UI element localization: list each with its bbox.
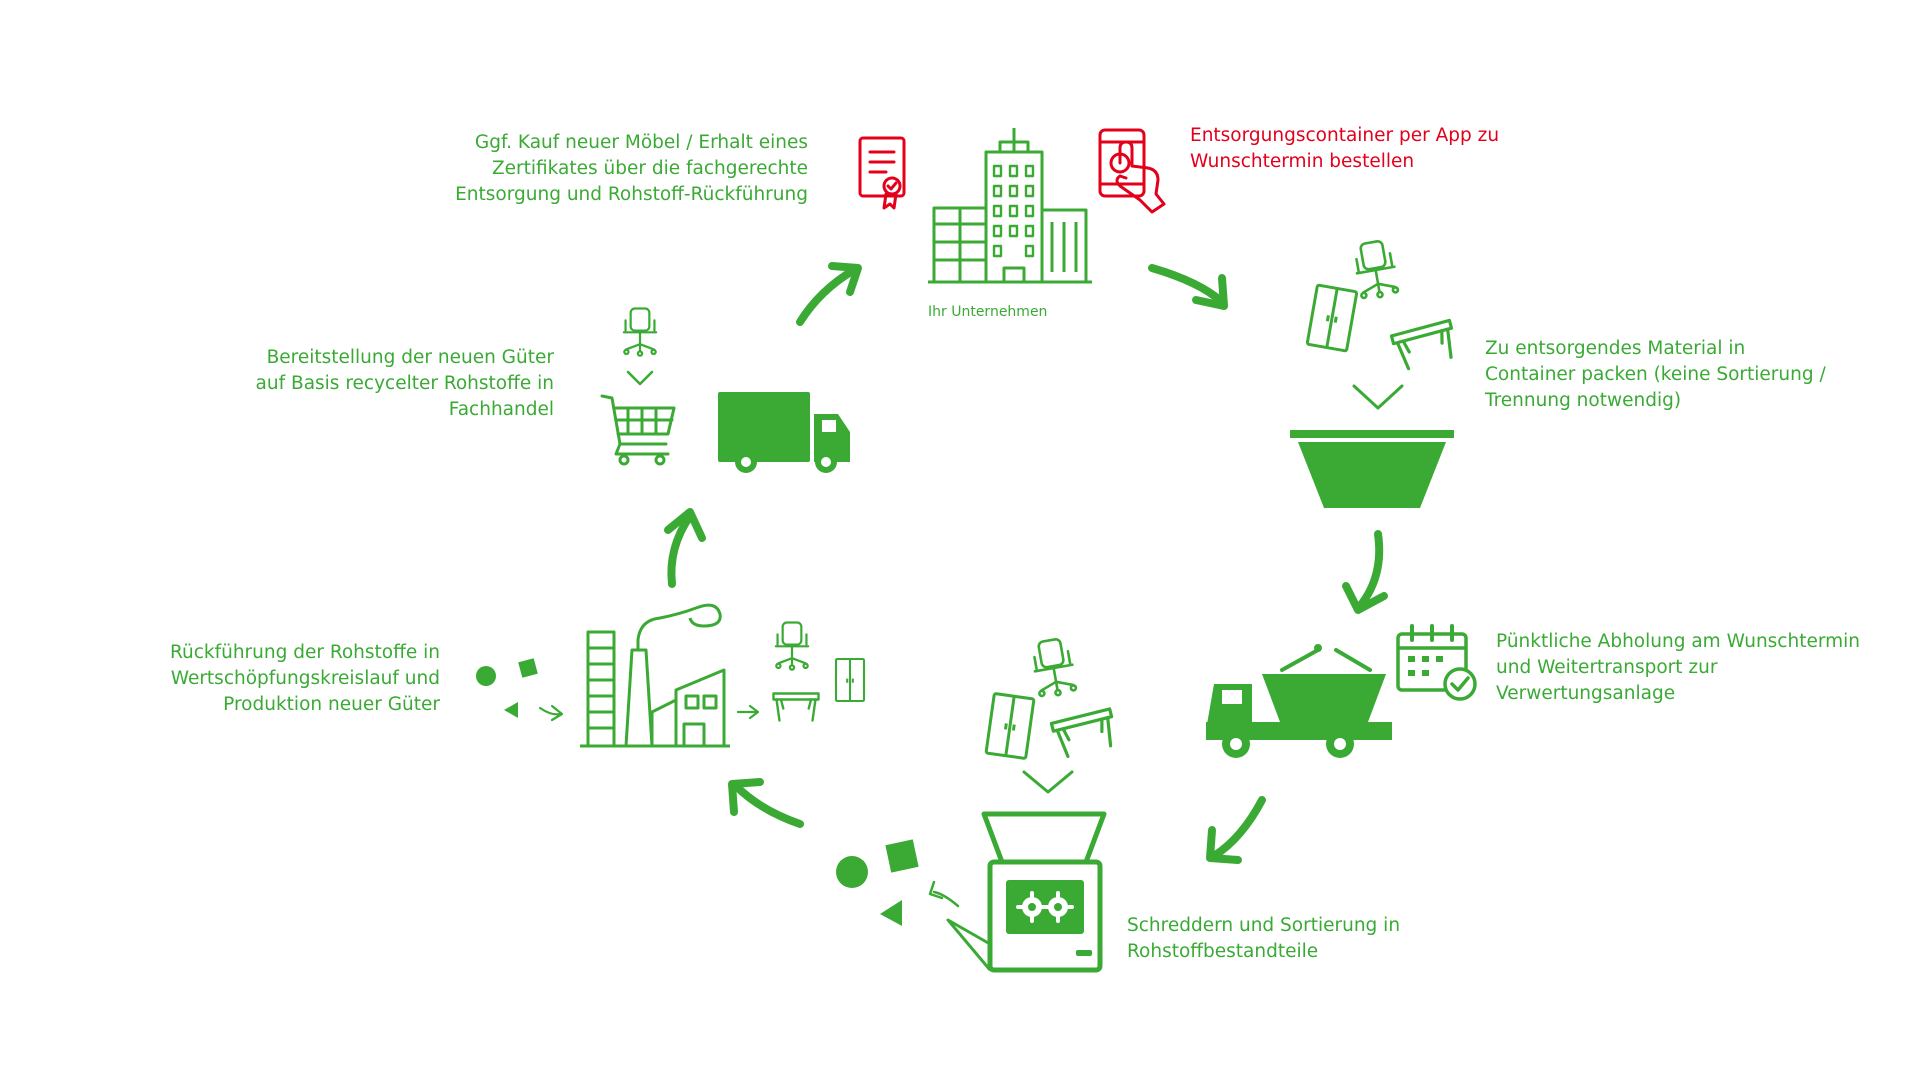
delivery-truck-icon — [718, 392, 850, 473]
step-order-line-1: Entsorgungscontainer per App zu — [1190, 125, 1500, 146]
step-provide-line-1: Bereitstellung der neuen Güter — [266, 347, 554, 368]
calendar-check-icon — [1396, 624, 1477, 701]
small-arrow-to-factory — [538, 704, 564, 722]
step-shred-line-2: Rohstoffbestandteile — [1127, 941, 1319, 962]
arrow-pack-to-pickup — [1356, 530, 1384, 610]
step-certificate-line-2: Zertifikates über die fachgerechte — [491, 158, 808, 179]
arrow-provide-to-certificate-head — [828, 262, 862, 296]
raw-materials-bottom — [836, 839, 919, 926]
step-order-line-2: Wunschtermin bestellen — [1190, 151, 1415, 172]
skip-truck-icon — [1206, 644, 1392, 758]
chevron-down-icon — [1022, 770, 1074, 794]
arrow-shred-to-recycle-head — [728, 778, 764, 816]
step-certificate-line-3: Entsorgung und Rohstoff-Rückführung — [455, 184, 808, 205]
factory-icon — [580, 603, 730, 748]
step-provide-line-2: auf Basis recycelter Rohstoffe in — [255, 373, 554, 394]
shred-furniture-group — [984, 635, 1120, 794]
raw-materials-left — [476, 658, 538, 718]
step-pack-text: Zu entsorgendes Material in Container pa… — [1485, 336, 1826, 414]
office-chair-icon — [622, 307, 658, 357]
office-chair-icon — [1350, 237, 1401, 302]
small-arrow-shred-out — [928, 880, 960, 908]
raw-material-circle — [836, 856, 868, 888]
step-pickup-line-2: und Weitertransport zur — [1496, 657, 1718, 678]
arrow-provide-to-certificate — [796, 266, 858, 326]
cycle-arrows — [664, 262, 1388, 864]
arrow-company-to-pack — [1148, 264, 1226, 306]
arrow-company-to-pack-head — [1192, 274, 1228, 310]
raw-material-square — [518, 658, 538, 678]
building-icon — [928, 128, 1092, 284]
arrow-recycle-to-provide-head — [664, 508, 706, 542]
step-pickup-text: Pünktliche Abholung am Wunschtermin und … — [1496, 629, 1860, 707]
pack-furniture-group — [1305, 237, 1461, 410]
arrow-pickup-to-shred — [1210, 796, 1266, 860]
arrow-shred-to-recycle — [732, 782, 804, 828]
step-recycle-text: Rückführung der Rohstoffe in Wertschöpfu… — [170, 640, 440, 718]
step-provide-text: Bereitstellung der neuen Güter auf Basis… — [256, 345, 554, 423]
table-icon — [1049, 707, 1120, 760]
step-certificate-text: Ggf. Kauf neuer Möbel / Erhalt eines Zer… — [455, 130, 808, 208]
step-pickup-line-1: Pünktliche Abholung am Wunschtermin — [1496, 631, 1861, 652]
smartphone-tap-icon — [1098, 128, 1166, 214]
certificate-icon — [858, 136, 906, 210]
table-icon — [1389, 318, 1461, 373]
skip-container-icon — [1290, 430, 1454, 508]
raw-material-triangle — [504, 702, 518, 718]
raw-material-square — [885, 839, 919, 873]
office-chair-icon — [774, 621, 810, 671]
cabinet-icon — [834, 657, 866, 703]
chevron-down-icon — [626, 370, 654, 386]
step-shred-line-1: Schreddern und Sortierung in — [1127, 915, 1401, 936]
table-icon — [772, 692, 820, 722]
office-chair-icon — [1028, 635, 1079, 700]
arrow-recycle-to-provide — [667, 512, 694, 588]
raw-material-triangle — [880, 900, 902, 926]
step-pack-line-1: Zu entsorgendes Material in — [1485, 338, 1746, 359]
step-recycle-line-3: Produktion neuer Güter — [223, 694, 440, 715]
arrow-pack-to-pickup-head — [1342, 582, 1388, 614]
step-pack-line-2: Container packen (keine Sortierung / — [1485, 364, 1826, 385]
step-pickup-line-3: Verwertungsanlage — [1496, 683, 1676, 704]
shredder-icon — [946, 811, 1107, 973]
step-provide-line-3: Fachhandel — [448, 399, 554, 420]
company-label: Ihr Unternehmen — [928, 304, 1048, 320]
chevron-down-icon — [1352, 384, 1404, 410]
cabinet-icon — [1305, 283, 1359, 353]
step-shred-text: Schreddern und Sortierung in Rohstoffbes… — [1127, 913, 1400, 965]
recycle-furniture-group — [772, 621, 866, 722]
cabinet-icon — [984, 692, 1036, 760]
step-certificate-line-1: Ggf. Kauf neuer Möbel / Erhalt eines — [474, 132, 808, 153]
step-pack-line-3: Trennung notwendig) — [1485, 390, 1682, 411]
raw-material-circle — [476, 666, 496, 686]
arrow-pickup-to-shred-head — [1206, 826, 1242, 864]
step-recycle-line-1: Rückführung der Rohstoffe in — [169, 642, 440, 663]
step-order-text: Entsorgungscontainer per App zu Wunschte… — [1190, 123, 1499, 175]
shopping-cart-icon — [600, 394, 676, 466]
step-recycle-line-2: Wertschöpfungskreislauf und — [170, 668, 440, 689]
small-arrow-from-factory — [736, 704, 760, 720]
